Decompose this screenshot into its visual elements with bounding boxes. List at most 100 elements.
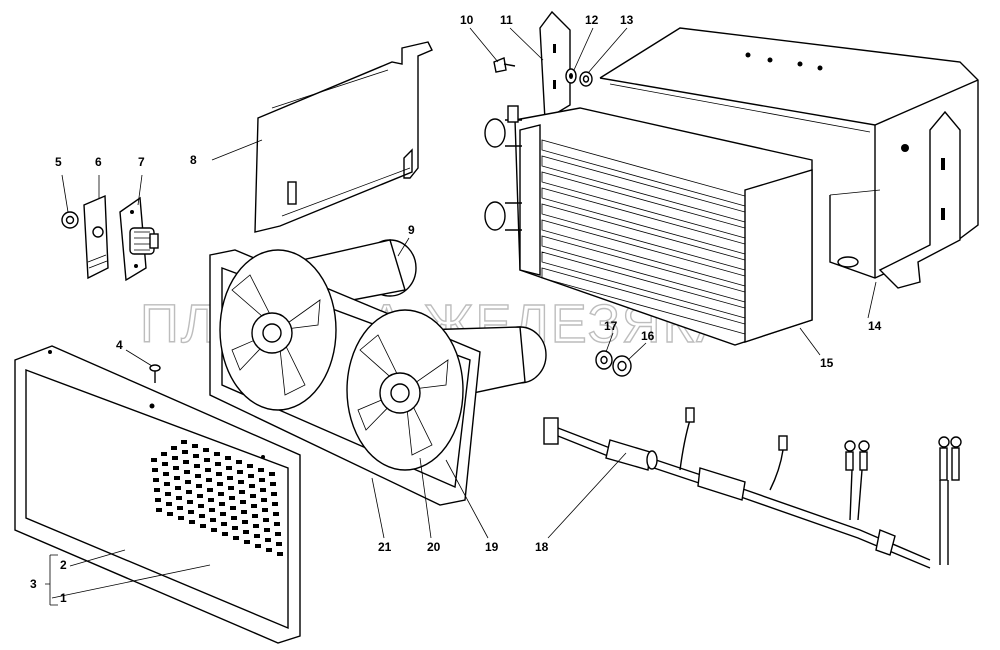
grille-slot <box>258 468 264 472</box>
grille-slot <box>154 488 160 492</box>
callout-15: 15 <box>820 356 834 370</box>
grille-slot <box>254 534 260 538</box>
grille-slot <box>218 492 224 496</box>
grille-slot <box>156 508 162 512</box>
grille-slot <box>211 528 217 532</box>
callout-20: 20 <box>427 540 441 554</box>
grille-slot <box>266 548 272 552</box>
grille-slot <box>277 552 283 556</box>
grille-slot <box>208 498 214 502</box>
callout-16: 16 <box>641 329 655 343</box>
washer-part <box>61 211 79 229</box>
grille-slot <box>271 492 277 496</box>
grille-slot <box>229 496 235 500</box>
bolt-part <box>493 57 516 73</box>
grille-slot <box>261 498 267 502</box>
grille-slot <box>239 490 245 494</box>
grille-slot <box>230 506 236 510</box>
grille-slot <box>177 506 183 510</box>
washer-12 <box>565 68 577 84</box>
grille-slot <box>215 462 221 466</box>
radiator-fin <box>541 155 746 223</box>
washer-17 <box>595 350 613 370</box>
grille-slot <box>237 470 243 474</box>
grille-slot <box>195 474 201 478</box>
grille-slot <box>166 502 172 506</box>
callout-14: 14 <box>868 319 882 333</box>
grille-slot <box>265 538 271 542</box>
callout-9: 9 <box>408 223 415 237</box>
grille-slot <box>176 496 182 500</box>
grille-slot <box>240 500 246 504</box>
grille-slot <box>219 502 225 506</box>
grille-slot <box>189 520 195 524</box>
grille-slot <box>269 472 275 476</box>
grille-slot <box>194 464 200 468</box>
grille-slot <box>196 484 202 488</box>
callout-19: 19 <box>485 540 499 554</box>
grille-slot <box>214 452 220 456</box>
grille-slot <box>270 482 276 486</box>
grille-slot <box>228 486 234 490</box>
grille-slot <box>233 536 239 540</box>
wiring-harness <box>543 407 962 569</box>
switch-assembly <box>119 196 159 282</box>
grille-slot <box>162 462 168 466</box>
grille-slot <box>247 464 253 468</box>
radiator-fin <box>541 203 746 271</box>
radiator-fin <box>541 267 746 335</box>
grille-slot <box>187 500 193 504</box>
callout-labels: 1 2 3 4 5 6 7 8 9 10 11 12 13 14 15 16 1… <box>30 13 882 605</box>
grille-frame <box>14 345 301 644</box>
grille-slot <box>249 484 255 488</box>
grille-slot <box>273 512 279 516</box>
grille-slot <box>206 478 212 482</box>
grille-slot <box>175 486 181 490</box>
heater-housing <box>599 27 979 289</box>
radiator-fin <box>541 139 746 207</box>
grille-slot <box>152 468 158 472</box>
grille-slot <box>220 512 226 516</box>
grille-slot <box>217 482 223 486</box>
grille-slot <box>151 458 157 462</box>
grille-slot <box>276 542 282 546</box>
grille-slot <box>192 444 198 448</box>
grille-slot <box>185 480 191 484</box>
grille-slot <box>205 468 211 472</box>
callout-17: 17 <box>604 319 618 333</box>
grille-slot <box>264 528 270 532</box>
callout-3: 3 <box>30 577 37 591</box>
callout-10: 10 <box>460 13 474 27</box>
right-fan <box>346 309 464 471</box>
grille-slot <box>252 514 258 518</box>
grille-slot <box>203 448 209 452</box>
leader-lines <box>45 27 877 606</box>
cover-plate <box>254 41 433 233</box>
grille-slot <box>184 470 190 474</box>
radiator-fin <box>541 187 746 255</box>
grille-slot <box>250 494 256 498</box>
grille-slot <box>193 454 199 458</box>
radiator-fin <box>541 171 746 239</box>
grille-slot <box>274 522 280 526</box>
callout-6: 6 <box>95 155 102 169</box>
callout-8: 8 <box>190 153 197 167</box>
grille-slot <box>207 488 213 492</box>
radiator-fin <box>541 219 746 287</box>
grille-slot <box>232 526 238 530</box>
grille-slot <box>173 466 179 470</box>
grille-slot <box>204 458 210 462</box>
callout-7: 7 <box>138 155 145 169</box>
nut-16 <box>612 355 632 377</box>
grille-slot <box>259 478 265 482</box>
grille-slot <box>174 476 180 480</box>
grille-slot <box>171 446 177 450</box>
grille-slot <box>178 516 184 520</box>
grille-slot <box>255 544 261 548</box>
callout-5: 5 <box>55 155 62 169</box>
radiator-fin <box>541 251 746 319</box>
grille-slot <box>225 456 231 460</box>
grille-slot <box>181 440 187 444</box>
grille-slot <box>236 460 242 464</box>
